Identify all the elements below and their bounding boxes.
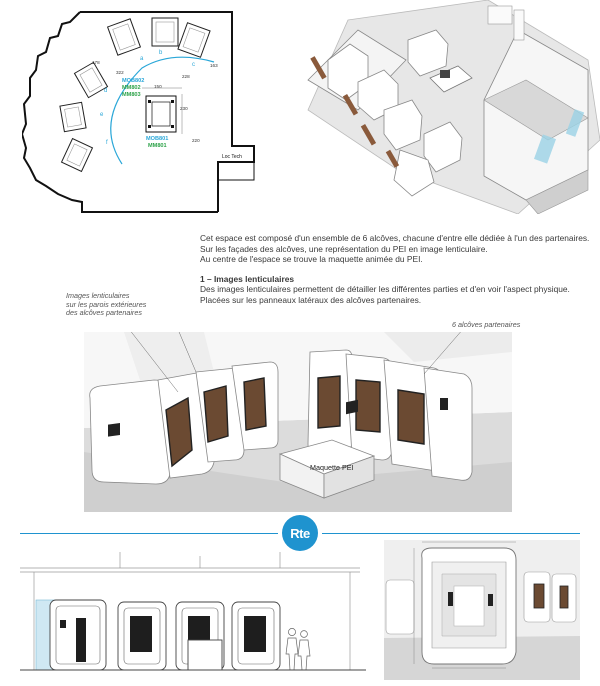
dimension: 220 [192, 138, 200, 143]
elevation-drawing [20, 548, 366, 678]
paragraph-facades: Sur les façades des alcôves, une représe… [200, 243, 488, 254]
dimension: 230 [180, 106, 188, 111]
paragraph-lenticular: Des images lenticulaires permettent de d… [200, 284, 570, 295]
dimension: 178 [92, 60, 100, 65]
label-mm801: MM801 [148, 143, 167, 149]
paragraph-maquette: Au centre de l'espace se trouve la maque… [200, 254, 423, 265]
perspective-render [84, 332, 512, 512]
section-heading: 1 – Images lenticulaires [200, 273, 295, 284]
annotation-lenticular: Images lenticulaires sur les parois exté… [66, 291, 147, 318]
annotation-maquette: Maquette PEI [310, 463, 354, 472]
description-text: Cet espace est composé d'un ensemble de … [200, 233, 590, 306]
dimension: 163 [210, 63, 218, 68]
rte-logo: Rte [282, 515, 318, 551]
dimension: 228 [182, 74, 190, 79]
alcove-letter: c [192, 62, 195, 68]
alcove-letter: f [106, 140, 108, 146]
section-render [384, 540, 580, 680]
floor-plan: Loc Tech a b c d e f [22, 8, 262, 214]
dimension: 150 [154, 84, 162, 89]
alcove-letter: d [104, 88, 107, 94]
annotation-alcoves: 6 alcôves partenaires [452, 320, 521, 329]
label-mm802: MM802 [122, 85, 141, 91]
alcove-letter: a [140, 56, 144, 62]
paragraph-placement: Placées sur les panneaux latéraux des al… [200, 294, 422, 305]
label-mm803: MM803 [122, 92, 141, 98]
label-mob802: MOB802 [122, 78, 144, 84]
paragraph-intro: Cet espace est composé d'un ensemble de … [200, 233, 590, 243]
dimension: 322 [116, 70, 124, 75]
alcove-letter: e [100, 112, 104, 118]
label-mob801: MOB801 [146, 136, 168, 142]
alcove-letter: b [159, 50, 163, 56]
room-label: Loc Tech [222, 154, 242, 160]
isometric-render [288, 0, 600, 214]
divider-right [322, 533, 580, 534]
divider-left [20, 533, 278, 534]
